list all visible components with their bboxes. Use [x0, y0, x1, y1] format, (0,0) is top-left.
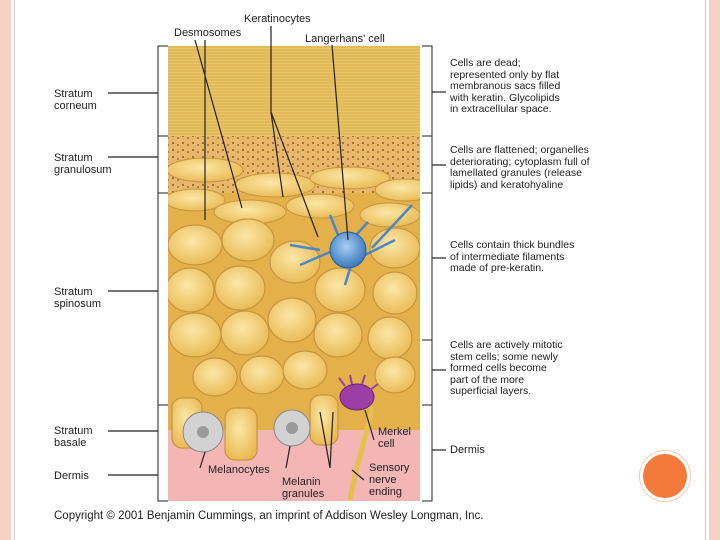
melanin-granules-label: Melanin granules	[282, 476, 324, 500]
stratum-corneum-region	[168, 46, 420, 136]
stratum-spinosum-label: Stratum spinosum	[54, 286, 101, 310]
copyright-text: Copyright © 2001 Benjamin Cummings, an i…	[54, 510, 484, 522]
stratum-corneum-label: Stratum corneum	[54, 88, 97, 112]
left-bracket	[158, 46, 168, 501]
melanocyte	[274, 410, 310, 446]
keratinocytes-label: Keratinocytes	[244, 13, 311, 25]
spinosum-description: Cells contain thick bundles of intermedi…	[450, 240, 574, 275]
stratum-basale-label: Stratum basale	[54, 425, 93, 449]
merkel-cell-label: Merkel cell	[378, 426, 411, 450]
granulosum-description: Cells are flattened; organelles deterior…	[450, 145, 589, 191]
dermis-right-label: Dermis	[450, 445, 485, 457]
langerhans-label: Langerhans' cell	[305, 33, 385, 45]
corneum-description: Cells are dead; represented only by flat…	[450, 58, 560, 116]
right-bracket	[422, 46, 432, 501]
dermis-left-label: Dermis	[54, 470, 89, 482]
stratum-granulosum-label: Stratum granulosum	[54, 152, 111, 176]
melanocyte	[183, 412, 223, 452]
melanocytes-label: Melanocytes	[208, 464, 270, 476]
sensory-nerve-label: Sensory nerve ending	[369, 462, 409, 498]
desmosomes-label: Desmosomes	[174, 27, 241, 39]
basale-description: Cells are actively mitotic stem cells; s…	[450, 340, 563, 398]
